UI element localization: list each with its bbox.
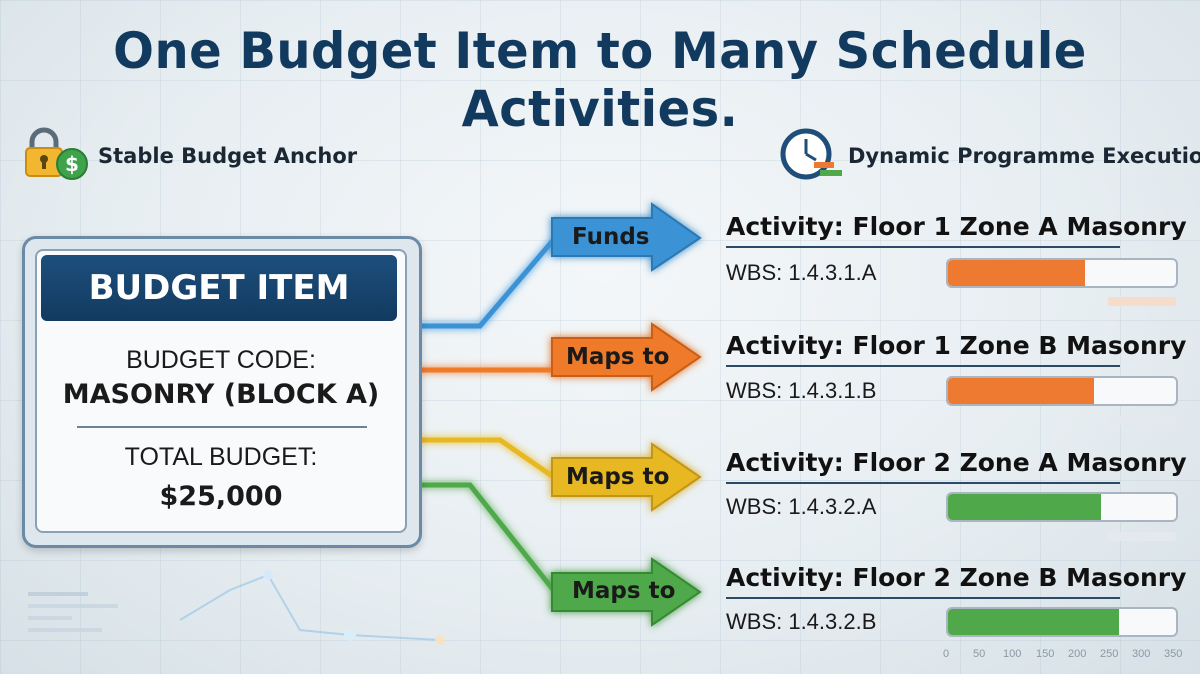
activity-wbs-4: WBS: 1.4.3.2.B [726,609,877,634]
axis-tick-300: 300 [1132,648,1151,660]
page-title: One Budget Item to Many Schedule Activit… [113,22,1087,138]
connector-maps-to-3 [418,482,702,627]
budget-code-value: MASONRY (BLOCK A) [62,379,380,410]
ghost-bar-2 [1108,416,1176,425]
axis-tick-150: 150 [1036,648,1055,660]
clock-gantt-icon [780,128,842,180]
axis-tick-100: 100 [1003,648,1022,660]
lock-dollar-icon: $ [25,127,88,180]
decorative-trend [28,570,445,645]
activity-title-1: Activity: Floor 1 Zone A Masonry [726,212,1187,241]
axis-tick-250: 250 [1100,648,1119,660]
connector-label-maps-to-1: Maps to [566,344,670,370]
axis-tick-0: 0 [943,648,950,660]
progress-bar-4 [946,607,1178,637]
budget-item-card-body: BUDGET ITEM BUDGET CODE: MASONRY (BLOCK … [35,249,407,533]
axis-tick-350: 350 [1164,648,1183,660]
connector-label-funds: Funds [572,224,650,250]
activity-title-4: Activity: Floor 2 Zone B Masonry [726,563,1187,592]
budget-code-label: BUDGET CODE: [126,346,316,374]
activity-wbs-1: WBS: 1.4.3.1.A [726,260,877,285]
progress-bar-2 [946,376,1178,406]
budget-item-card: BUDGET ITEM BUDGET CODE: MASONRY (BLOCK … [22,236,422,548]
svg-text:$: $ [65,152,79,176]
budget-item-header: BUDGET ITEM [41,255,397,321]
activity-title-2: Activity: Floor 1 Zone B Masonry [726,331,1187,360]
activity-rule-4 [726,597,1120,599]
progress-bar-3 [946,492,1178,522]
stable-budget-anchor-label: Stable Budget Anchor [98,144,358,168]
activity-title-3: Activity: Floor 2 Zone A Masonry [726,448,1187,477]
progress-fill-3 [948,494,1101,520]
card-divider [77,426,367,428]
activity-wbs-2: WBS: 1.4.3.1.B [726,378,877,403]
axis-tick-200: 200 [1068,648,1087,660]
progress-fill-4 [948,609,1119,635]
activity-wbs-3: WBS: 1.4.3.2.A [726,494,877,519]
total-budget-label: TOTAL BUDGET: [124,443,318,471]
connector-maps-to-2 [418,437,702,512]
connector-maps-to-1 [418,322,702,392]
activity-rule-3 [726,482,1120,484]
axis-tick-50: 50 [973,648,986,660]
activity-rule-1 [726,246,1120,248]
connector-label-maps-to-2: Maps to [566,464,670,490]
ghost-bar-1 [1108,297,1176,306]
activity-rule-2 [726,365,1120,367]
total-budget-value: $25,000 [159,481,283,512]
progress-bar-1 [946,258,1178,288]
connector-funds [418,202,702,329]
dynamic-programme-execution-label: Dynamic Programme Execution [848,144,1200,168]
progress-fill-2 [948,378,1094,404]
progress-fill-1 [948,260,1085,286]
connector-label-maps-to-3: Maps to [572,578,676,604]
ghost-bar-3 [1108,532,1176,541]
